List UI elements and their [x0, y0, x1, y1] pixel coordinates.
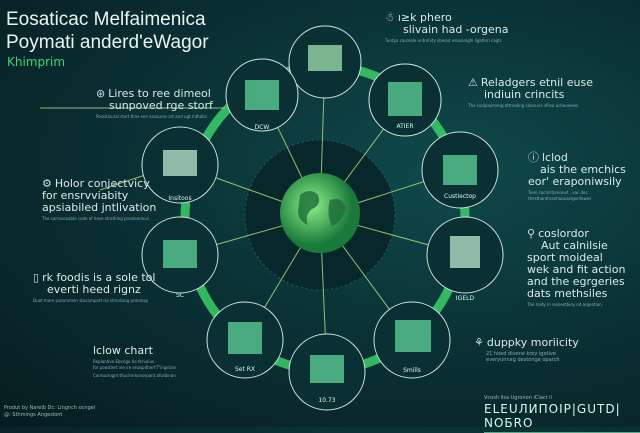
node-label-sc: SC [176, 292, 184, 299]
badge-icon: ⊛ [96, 87, 106, 100]
callout-text: everyunnag destonga oparch [486, 357, 560, 363]
callout-text: indiuin crincits [484, 88, 565, 101]
callout-text: Aut calnilsie [541, 239, 608, 252]
callout-text: and the egrgeries [527, 275, 625, 288]
callout-text: apsiabiled jntlivation [42, 201, 157, 214]
battery-icon: ▯ [33, 271, 40, 284]
pin-icon: ⚲ [527, 227, 536, 240]
callout-text: lclow chart [93, 344, 153, 357]
footer-line: @: Sthmings Angesiont [4, 412, 63, 418]
gear-icon: ⚙ [42, 177, 52, 190]
callout-text: Replantive Ebcrigo ho fervaius [93, 359, 155, 364]
callout-text: for poostiert vle ire enospithert'T'ings… [93, 365, 177, 370]
node-label-setrx: Set RX [234, 366, 256, 373]
callout-9: ⚘duppky moriicity 21 hoed divene krey igo… [474, 336, 579, 364]
callout-text: slivain had -orgena [403, 23, 509, 36]
callout-text: ais the emchics [540, 163, 626, 176]
title-line-2: Poymati anderd'eWagor [6, 32, 209, 53]
callout-text: everti heed rignz [47, 283, 141, 296]
footer-credits: Produt by Narelb Dc: Lingnch ocngel@: St… [4, 405, 95, 419]
callout-text: wek and fit action [527, 263, 626, 276]
callout-text: rk foodis is a sole tol [42, 271, 156, 284]
callout-text: ı≥k phero [397, 11, 452, 24]
title-line-1: Eosaticac Melfaimenica [6, 9, 206, 30]
callout-text: for ensrvviabity [42, 189, 129, 202]
callout-text: Holor conjectvicy [54, 177, 150, 190]
callout-text: lclod [542, 151, 568, 164]
callout-text: duppky moriicity [486, 336, 579, 349]
callout-text: Reladgers etnil euse [480, 76, 593, 89]
info-icon: ⓘ [528, 151, 539, 164]
callout-note: Duot more pseoromon stocomport rio stror… [33, 298, 149, 303]
callout-text: eor' eraponiwsily [528, 175, 622, 188]
robot-icon: ☃ [385, 11, 395, 24]
callout-note: Tuntpa casmole entrohity sbeout essoonig… [385, 38, 502, 43]
callout-note: Possitioural stort tline see vasoures or… [96, 114, 207, 119]
subtitle: Khimprim [7, 55, 66, 69]
node-label-1073: 10.73 [318, 397, 336, 404]
node-label-igeld: IGELD [455, 295, 475, 302]
node-label-atier: ATIER [396, 123, 414, 130]
callout-note: The roidy in resoestbioy od argention [527, 302, 602, 307]
globe-icon [280, 173, 360, 253]
callout-text: 21 hoed divene krey igotive [486, 351, 556, 357]
warning-icon: ⚠ [468, 76, 478, 89]
callout-text: dats methsiles [527, 287, 608, 300]
node-illustrations [163, 45, 480, 383]
callout-note: Tuen cocmstomonet . vac dec thesthantman… [528, 190, 592, 201]
node-label-custiectop: Custiectop [444, 193, 476, 200]
callout-text: Lires to ree dimeol [108, 87, 211, 100]
node-label-insitoos: Insitoos [168, 195, 192, 202]
leaf-icon: ⚘ [474, 336, 484, 349]
brand-logo: ELEUЛИПOIP|GUTD| NOБRO [484, 402, 640, 433]
footer-small: Vcosh ilsa Ugronon iClact il [484, 395, 552, 401]
node-label-dcw: DCW [254, 124, 270, 131]
callout-note: Corrouringnt thuchinhanorpant aforbinon [93, 373, 176, 378]
callout-text: sport moideal [527, 251, 603, 264]
callout-text: coslordor [538, 227, 589, 240]
node-label-smills: Smills [403, 367, 421, 374]
footer-line: Produt by Narelb Dc: Lingnch ocngel [4, 405, 96, 411]
callout-note: The ciolplaomeng ettnnding slossuirs sfi… [468, 103, 579, 108]
callout-text: sunpoved rge storf [109, 99, 213, 112]
callout-note: The carrocooable code of hose strathing … [42, 216, 149, 221]
